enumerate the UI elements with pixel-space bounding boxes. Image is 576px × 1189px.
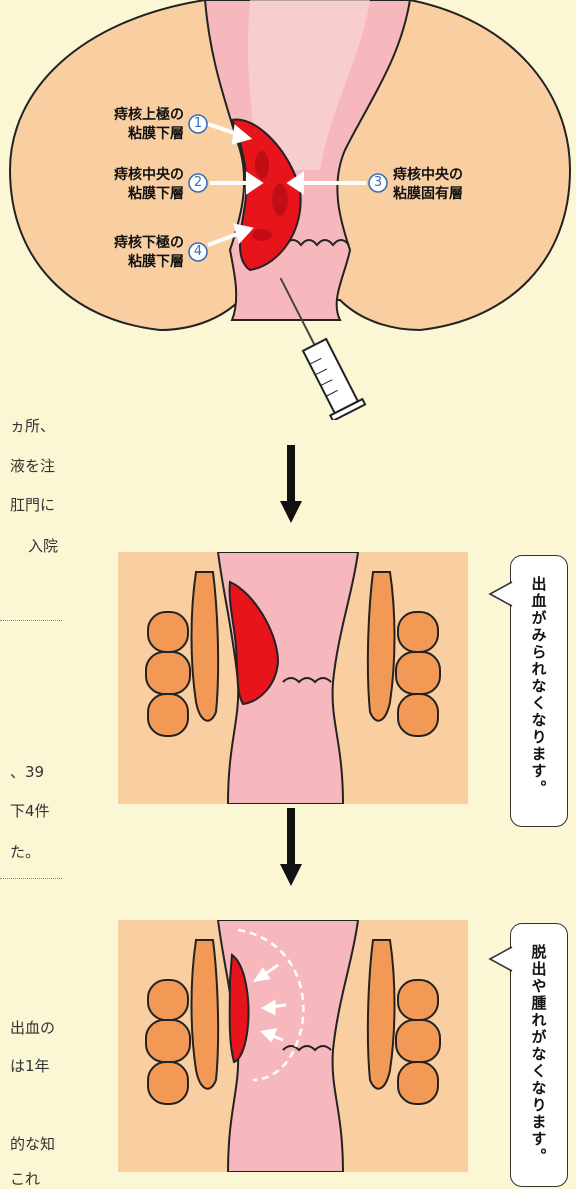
divider [0,620,62,621]
label-4: 痔核下極の 粘膜下層 [60,234,184,272]
number-3: 3 [369,174,387,192]
number-4: 4 [189,243,207,261]
bubble-text: 出血がみられなくなります。 [529,576,550,797]
label-2: 痔核中央の 粘膜下層 [60,166,184,204]
text-snippet: ヵ所、 [10,415,55,436]
label-3: 痔核中央の 粘膜固有層 [393,166,513,204]
text-snippet: 、39 [10,761,44,782]
down-arrow-icon [280,808,302,886]
bubble-text: 脱出や腫れがなくなります。 [529,944,550,1165]
speech-bubble-prolapse: 脱出や腫れがなくなります。 [510,923,568,1187]
speech-bubble-bleeding: 出血がみられなくなります。 [510,555,568,827]
text-snippet: これ [10,1168,40,1189]
divider [0,878,62,879]
text-snippet: 肛門に [10,494,55,515]
number-2: 2 [189,174,207,192]
down-arrow-icon [280,445,302,523]
text-snippet: 下4件 [10,800,50,821]
label-1: 痔核上極の 粘膜下層 [60,106,184,144]
text-snippet: 的な知 [10,1133,55,1154]
text-snippet: 液を注 [10,455,55,476]
number-1: 1 [189,115,207,133]
prolapse-reduces-diagram [118,920,468,1172]
bubble-pointer [488,580,514,608]
text-snippet: た。 [10,841,40,862]
text-snippet: 入院 [28,535,58,556]
bleeding-stops-diagram [118,552,468,804]
injection-site-diagram [0,0,576,420]
text-snippet: 出血の [10,1017,55,1038]
bubble-pointer [488,945,514,973]
text-snippet: は1年 [10,1055,50,1076]
